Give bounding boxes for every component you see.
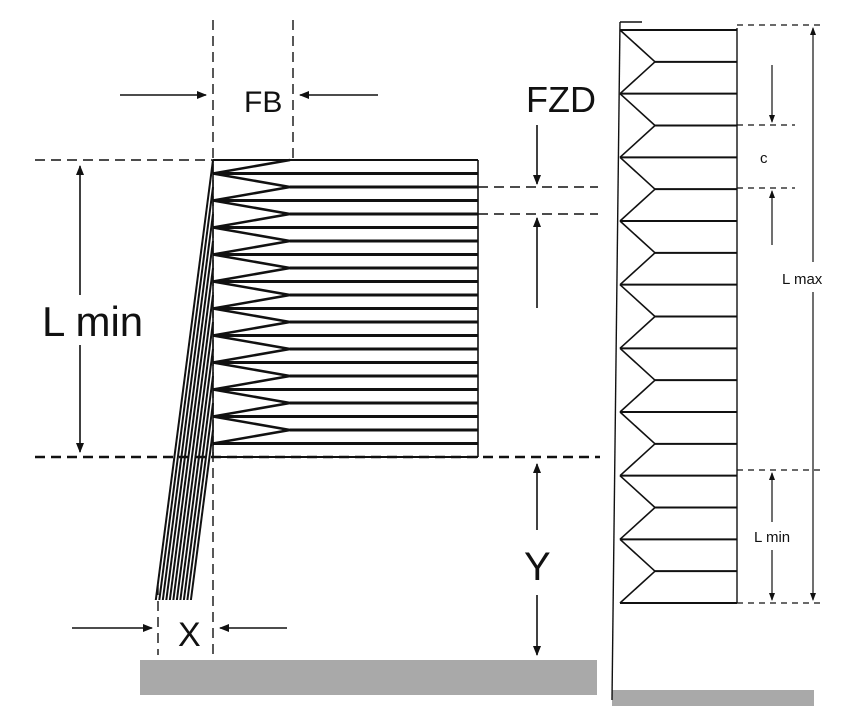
pleat-fold	[212, 266, 291, 283]
side-fold-line	[168, 267, 214, 600]
pleat-fold	[212, 361, 291, 378]
pleat-fold	[212, 185, 291, 202]
dimension-arrows-right	[769, 27, 816, 601]
pleat-fold	[212, 401, 291, 418]
extended-pleat-fold	[619, 506, 656, 540]
side-fold-line	[189, 429, 214, 600]
extended-pleat-fold	[619, 188, 656, 222]
extended-pleat-fold	[619, 443, 656, 477]
side-fold-line	[182, 375, 214, 600]
pleat-fold	[212, 415, 291, 432]
compressed-bellows	[212, 158, 479, 458]
ground-plate-right	[612, 690, 814, 706]
pleat-fold	[212, 347, 291, 364]
extended-pleat-fold	[619, 93, 656, 127]
y-label: Y	[524, 545, 551, 589]
side-fold-line	[175, 321, 214, 600]
extended-pleat-fold	[619, 284, 656, 318]
fzd-label: FZD	[526, 79, 596, 120]
extended-pleat-fold	[619, 411, 656, 445]
pleat-fold	[212, 388, 291, 405]
dimension-arrows-left	[72, 91, 541, 656]
bellows-side-folds	[154, 160, 214, 600]
pleat-fold	[212, 280, 291, 297]
extended-pleat-fold	[619, 379, 656, 413]
extended-pleat-fold	[619, 156, 656, 190]
extended-pleat-fold	[619, 252, 656, 286]
extended-bellows	[611, 21, 738, 701]
lmin-label-right: L min	[754, 529, 790, 546]
side-fold-line	[154, 160, 214, 600]
extended-pleat-fold	[619, 315, 656, 349]
c-label: c	[760, 150, 768, 167]
side-fold-line	[161, 213, 214, 600]
x-label: X	[178, 616, 201, 654]
pleat-fold	[212, 226, 291, 243]
extended-pleat-fold	[619, 475, 656, 509]
side-fold-line	[186, 402, 214, 600]
lmin-label-background	[40, 298, 128, 342]
pleat-fold	[212, 374, 291, 391]
extended-pleat-fold	[619, 538, 656, 572]
pleat-fold	[212, 334, 291, 351]
lmin-label: L min	[42, 298, 143, 345]
side-fold-line	[179, 348, 214, 600]
lmin-right-label-background	[752, 526, 796, 548]
pleat-fold	[212, 199, 291, 216]
extended-pleat-fold	[619, 61, 656, 95]
extended-pleat-fold	[619, 29, 656, 63]
pleat-fold	[212, 253, 291, 270]
ground-plate-left	[140, 660, 597, 695]
lmax-label-background	[780, 268, 830, 290]
side-fold-line	[172, 294, 214, 600]
extended-pleat-fold	[619, 220, 656, 254]
dimension-guides-right	[737, 24, 825, 604]
extended-pleat-fold	[619, 347, 656, 381]
extended-pleat-fold	[619, 570, 656, 604]
pleat-fold	[212, 428, 291, 445]
pleat-fold	[212, 158, 291, 175]
extended-pleat-fold	[619, 124, 656, 158]
side-fold-line	[158, 186, 214, 600]
pleat-fold	[212, 239, 291, 256]
pleat-fold	[212, 307, 291, 324]
lmax-label: L max	[782, 271, 823, 288]
side-fold-line	[165, 240, 214, 600]
pleat-fold	[212, 212, 291, 229]
fb-label: FB	[244, 86, 282, 119]
pleat-fold	[212, 172, 291, 189]
pleat-fold	[212, 320, 291, 337]
pleat-fold	[212, 293, 291, 310]
dimension-guides-left	[35, 20, 600, 655]
